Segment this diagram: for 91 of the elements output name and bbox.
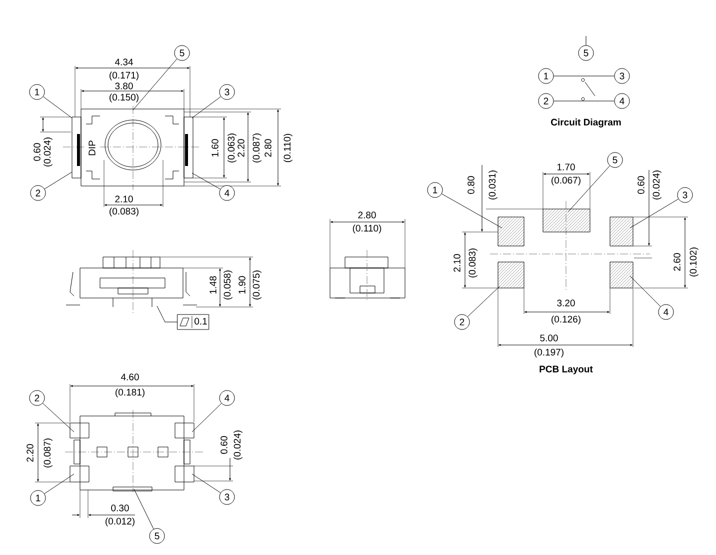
callout-number: 1 (538, 68, 554, 84)
callout-number: 2 (29, 390, 45, 406)
circuit-wire (134, 488, 154, 530)
dimension-text: (0.102) (690, 248, 698, 276)
callout-number: 1 (30, 490, 46, 506)
dimension-text: (0.024) (44, 138, 52, 166)
dimension-text: 1.90 (238, 276, 246, 294)
dimension-text: (0.067) (552, 176, 580, 186)
circuit-wire (192, 403, 222, 432)
dimension-text: 2.80 (358, 212, 376, 218)
circuit-wire (44, 172, 72, 190)
circuit-wire (42, 403, 74, 432)
callout-number: 2 (454, 314, 470, 330)
dimension-text: 0.60 (220, 436, 228, 454)
circuit-wire (630, 198, 679, 228)
dimension-text: (0.024) (652, 170, 662, 200)
dimension-text: 3.20 (557, 300, 575, 306)
circuit-wire (132, 58, 178, 110)
view-caption: PCB Layout (540, 366, 593, 374)
switch-bottom-view-drawing (70, 412, 194, 492)
callout-number: 2 (30, 185, 46, 201)
dimension-text: 0.80 (468, 176, 474, 194)
callout-number: 5 (174, 45, 190, 61)
dimension-text: (0.150) (110, 94, 138, 102)
dimension-text: (0.058) (224, 270, 232, 300)
dimension-text: 1.70 (557, 164, 575, 170)
pcb-layout-drawing (542, 208, 590, 232)
view-caption: Circuit Diagram (551, 118, 621, 128)
callout-number: 3 (219, 84, 235, 100)
dimension-text: (0.083) (468, 248, 478, 278)
callout-number: 3 (219, 489, 235, 505)
callout-number: 4 (219, 390, 235, 406)
dimension-text: 0.60 (638, 176, 644, 194)
circuit-wire (44, 474, 74, 494)
dimension-text: (0.012) (106, 518, 134, 526)
circuit-wire (568, 166, 610, 212)
circuit-wire (192, 474, 221, 493)
dimension-text: (0.126) (552, 316, 580, 324)
callout-number: 1 (29, 84, 45, 100)
dimension-text: (0.181) (116, 388, 144, 398)
dimension-text: (0.087) (252, 134, 262, 162)
callout-number: 5 (149, 528, 165, 544)
dimension-text: (0.171) (110, 72, 138, 80)
dimension-text: 1.48 (210, 276, 216, 294)
circuit-wire (630, 276, 661, 307)
circuit-wire (467, 286, 500, 317)
dimension-text: 0.60 (34, 143, 40, 161)
dimension-text: (0.075) (252, 270, 262, 300)
dimension-text: 2.60 (674, 253, 680, 271)
dimension-text: 1.60 (212, 139, 218, 157)
switch-side-view-drawing (66, 256, 198, 308)
dimension-text: 2.10 (454, 254, 460, 272)
circuit-wire (442, 194, 502, 228)
circuit-wire (42, 96, 72, 118)
callout-number: 3 (677, 187, 693, 203)
callout-number: 1 (427, 182, 443, 198)
dimension-text: (0.087) (44, 438, 52, 468)
dimension-text: 2.20 (238, 139, 244, 157)
dimension-text: 4.60 (120, 374, 139, 380)
dimension-text: (0.024) (234, 430, 242, 460)
switch-top-view-drawing (72, 108, 194, 186)
callout-number: 4 (614, 93, 630, 109)
callout-number: 5 (578, 45, 594, 61)
pcb-layout-drawing (610, 262, 634, 288)
dimension-text: 2.10 (115, 196, 133, 202)
pcb-layout-drawing (498, 216, 524, 246)
dimension-text: 0.30 (111, 504, 129, 512)
dimension-text: (0.110) (352, 224, 382, 234)
dimension-text: (0.063) (228, 134, 236, 162)
callout-number: 3 (614, 68, 630, 84)
dimension-text: 3.80 (115, 82, 133, 90)
circuit-wire (156, 306, 178, 322)
callout-number: 4 (219, 185, 235, 201)
dimension-text: 5.00 (540, 334, 558, 342)
dimension-text: 2.80 (264, 139, 272, 157)
dimension-text: 4.34 (114, 58, 133, 66)
dimension-text: (0.197) (534, 348, 564, 358)
circuit-wire (554, 100, 614, 102)
circuit-wire (192, 172, 221, 190)
dimension-text: (0.083) (110, 208, 138, 216)
dimension-text: (0.031) (488, 170, 498, 200)
callout-number: 4 (658, 304, 674, 320)
flatness-tolerance-frame: 0.1 (177, 314, 210, 330)
part-marking: DIP (88, 140, 96, 156)
callout-number: 2 (538, 93, 554, 109)
pcb-layout-drawing (498, 262, 524, 288)
dimension-text: (0.110) (284, 134, 292, 162)
circuit-wire (192, 96, 222, 118)
pcb-layout-drawing (610, 216, 634, 246)
callout-number: 5 (607, 152, 623, 168)
dimension-text: 2.20 (26, 444, 34, 462)
